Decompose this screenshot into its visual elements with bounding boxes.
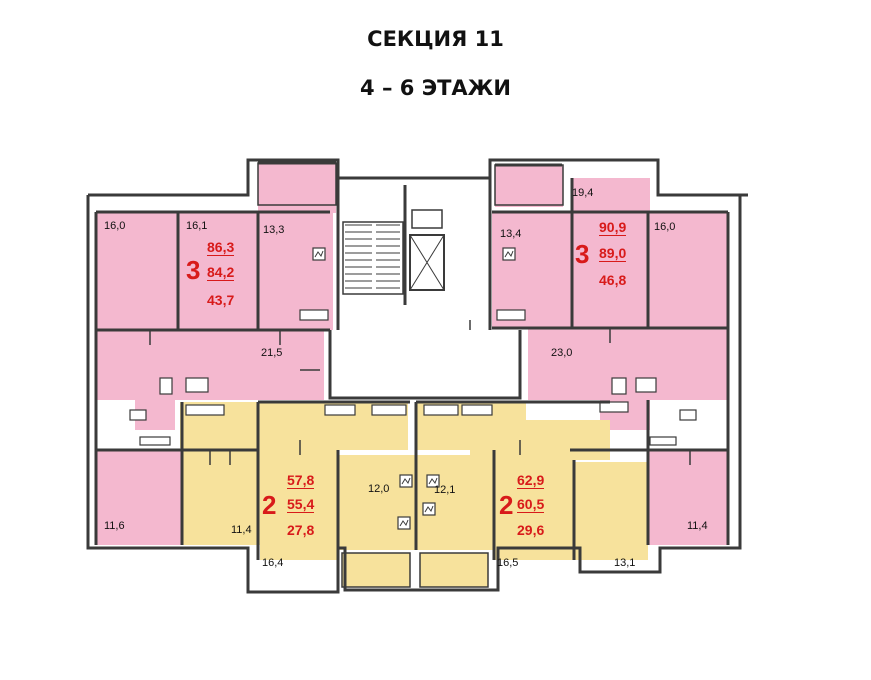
- room-area-label: 16,5: [497, 557, 519, 569]
- room-area-label: 12,1: [434, 484, 456, 496]
- room-fill: [492, 212, 572, 327]
- bathroom-fixture: [185, 377, 209, 393]
- balcony: [419, 552, 489, 588]
- bathroom-fixture: [496, 309, 526, 321]
- bathroom-fixture: [649, 436, 677, 446]
- room-fill: [495, 165, 563, 207]
- bathroom-fixture: [679, 409, 697, 421]
- room-area-label: 16,0: [104, 220, 126, 232]
- room-area-label: 21,5: [261, 347, 283, 359]
- room-fill: [96, 330, 324, 400]
- room-fill: [178, 212, 258, 330]
- bathroom-fixture: [185, 404, 225, 416]
- room-area-label: 23,0: [551, 347, 573, 359]
- apartment-useful-area: 89,0: [599, 245, 627, 262]
- apartment-living-area: 27,8: [287, 522, 315, 538]
- room-fill: [572, 178, 650, 328]
- apartment-total-area: 90,9: [599, 219, 627, 236]
- vent-mark: [314, 250, 324, 258]
- fixtures: [129, 162, 697, 588]
- room-area-label: 12,0: [368, 483, 390, 495]
- room-area-label: 16,0: [654, 221, 676, 233]
- vent-mark: [399, 519, 409, 527]
- wall: [328, 330, 522, 400]
- room-fill: [494, 450, 574, 560]
- room-area-label: 16,1: [186, 220, 208, 232]
- vent-mark: [504, 250, 514, 258]
- room-area-label: 13,1: [614, 557, 636, 569]
- apartment-useful-area: 84,2: [207, 264, 235, 281]
- section-title: СЕКЦИЯ 11: [367, 27, 504, 51]
- elevator-cross: [409, 234, 445, 291]
- room-fill: [470, 420, 610, 460]
- apartment-useful-area: 55,4: [287, 496, 315, 513]
- bathroom-fixture: [129, 409, 147, 421]
- room-area-label: 16,4: [262, 557, 284, 569]
- apartment-living-area: 43,7: [207, 292, 235, 308]
- room-area-label: 11,4: [231, 524, 252, 536]
- room-fill: [96, 450, 182, 545]
- bathroom-fixture: [423, 404, 459, 416]
- vent-mark: [401, 477, 411, 485]
- room-fill: [648, 450, 728, 545]
- bathroom-fixture: [461, 404, 493, 416]
- room-fill: [420, 553, 488, 587]
- apartment-rooms-count: 3: [575, 239, 590, 269]
- room-area-label: 13,3: [263, 224, 285, 236]
- apartment-rooms-count: 3: [186, 255, 201, 285]
- floors-subtitle: 4 – 6 ЭТАЖИ: [360, 76, 511, 100]
- walls: [86, 158, 748, 594]
- bathroom-fixture: [599, 401, 629, 413]
- bathroom-fixture: [299, 309, 329, 321]
- apartment-living-area: 29,6: [517, 522, 545, 538]
- room-fill: [574, 462, 648, 560]
- bathroom-fixture: [139, 436, 171, 446]
- vent-mark: [424, 505, 434, 513]
- apartment-total-area: 86,3: [207, 239, 235, 256]
- room-fill: [342, 553, 410, 587]
- bathroom-fixture: [635, 377, 657, 393]
- bathroom-fixture: [611, 377, 627, 395]
- bathroom-fixture: [159, 377, 173, 395]
- apartment-useful-area: 60,5: [517, 496, 545, 513]
- apartment-total-area: 57,8: [287, 472, 315, 489]
- room-area-label: 11,4: [687, 520, 708, 532]
- room-fill: [96, 212, 178, 330]
- room-area-label: 19,4: [572, 187, 594, 199]
- room-area-label: 13,4: [500, 228, 522, 240]
- elevator-shaft: [409, 234, 445, 291]
- vent-mark: [428, 477, 438, 485]
- garbage-chute: [411, 209, 443, 229]
- stairwell: [342, 221, 404, 295]
- room-fill: [182, 448, 260, 545]
- room-fill: [260, 450, 338, 560]
- wall: [88, 158, 748, 197]
- room-fill: [648, 212, 728, 328]
- balcony: [341, 552, 411, 588]
- apartment-total-area: 62,9: [517, 472, 545, 489]
- wall: [86, 195, 742, 594]
- bathroom-fixture: [324, 404, 356, 416]
- apartment-rooms-count: 2: [262, 490, 277, 520]
- room-fill: [338, 455, 416, 550]
- bathroom-fixture: [371, 404, 407, 416]
- apartment-rooms-count: 2: [499, 490, 514, 520]
- room-area-label: 11,6: [104, 520, 125, 532]
- apartment-living-area: 46,8: [599, 272, 627, 288]
